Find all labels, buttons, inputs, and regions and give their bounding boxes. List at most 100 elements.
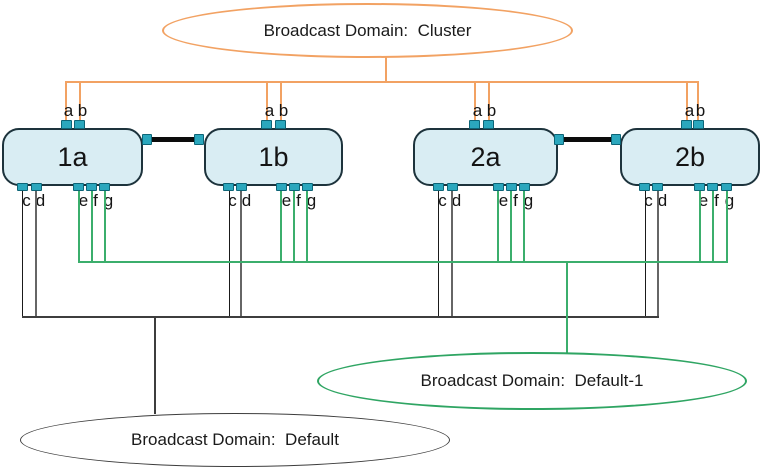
line-2b-c bbox=[645, 191, 646, 317]
port-1a-g bbox=[99, 183, 110, 191]
cluster-domain-label: Broadcast Domain: Cluster bbox=[263, 20, 472, 40]
cluster-drop-2a-a bbox=[474, 81, 476, 122]
port-1a-b bbox=[74, 120, 85, 129]
port-1b-f bbox=[289, 183, 300, 191]
port-1b-d bbox=[236, 183, 247, 191]
ha-link-1a-1b bbox=[151, 137, 195, 142]
port-label-1a-c: c bbox=[22, 191, 31, 210]
port-1b-ha bbox=[194, 134, 204, 145]
line-1a-f bbox=[91, 191, 93, 263]
cluster-bus-line bbox=[65, 81, 699, 83]
default-domain-label: Broadcast Domain: Default bbox=[131, 430, 339, 449]
line-1b-c bbox=[229, 191, 230, 317]
line-1a-d bbox=[35, 191, 37, 317]
node-1a: 1a bbox=[2, 128, 143, 186]
default1-bus-line bbox=[78, 261, 728, 263]
port-label-2b-c: c bbox=[644, 191, 653, 210]
node-2b-label: 2b bbox=[674, 141, 706, 172]
port-1a-f bbox=[86, 183, 97, 191]
line-2a-e bbox=[497, 191, 499, 263]
port-2b-ha bbox=[611, 134, 621, 145]
port-2a-ha bbox=[554, 134, 564, 145]
cluster-drop-1b-b bbox=[280, 81, 282, 122]
port-2b-e bbox=[694, 183, 705, 191]
line-2a-g bbox=[523, 191, 525, 263]
port-1b-b bbox=[275, 120, 286, 129]
cluster-domain-ellipse: Broadcast Domain: Cluster bbox=[162, 3, 573, 58]
line-2a-c bbox=[438, 191, 439, 317]
port-1b-c bbox=[223, 183, 234, 191]
port-1a-c bbox=[17, 183, 28, 191]
node-2b: 2b bbox=[620, 128, 760, 186]
cluster-drop-2a-b bbox=[488, 81, 490, 122]
node-1b: 1b bbox=[204, 128, 343, 186]
port-label-1a-a: a bbox=[63, 101, 74, 120]
ha-link-2a-2b bbox=[563, 137, 612, 142]
port-1a-d bbox=[31, 183, 42, 191]
port-2b-b bbox=[693, 120, 704, 129]
port-label-2a-c: c bbox=[438, 191, 447, 210]
port-1b-g bbox=[302, 183, 313, 191]
line-1b-f bbox=[293, 191, 295, 263]
port-2a-c bbox=[433, 183, 444, 191]
line-1a-e bbox=[78, 191, 80, 263]
port-2a-b bbox=[483, 120, 494, 129]
port-label-2b-e: e bbox=[698, 191, 709, 210]
port-2b-d bbox=[652, 183, 663, 191]
port-label-2a-d: d bbox=[451, 191, 462, 210]
node-2a: 2a bbox=[413, 128, 558, 186]
port-2b-c bbox=[639, 183, 650, 191]
default-connector-line bbox=[154, 318, 156, 414]
port-label-1b-f: f bbox=[296, 191, 301, 210]
port-label-2a-f: f bbox=[513, 191, 518, 210]
port-label-2b-b: b bbox=[695, 101, 706, 120]
port-label-1b-d: d bbox=[241, 191, 252, 210]
line-2b-g bbox=[726, 191, 728, 263]
cluster-drop-1a-a bbox=[65, 81, 67, 122]
port-label-1b-g: g bbox=[306, 191, 317, 210]
port-label-2b-a: a bbox=[684, 101, 695, 120]
port-2b-g bbox=[721, 183, 732, 191]
port-label-1a-e: e bbox=[78, 191, 89, 210]
port-label-2a-b: b bbox=[486, 101, 497, 120]
port-label-1b-a: a bbox=[264, 101, 275, 120]
line-2b-d bbox=[657, 191, 659, 317]
default1-connector-line bbox=[566, 263, 568, 353]
port-1a-e bbox=[73, 183, 84, 191]
default1-domain-label: Broadcast Domain: Default-1 bbox=[420, 371, 644, 390]
node-1a-label: 1a bbox=[57, 141, 88, 172]
port-2b-a bbox=[681, 120, 692, 129]
line-1a-c bbox=[22, 191, 23, 317]
port-label-1b-b: b bbox=[278, 101, 289, 120]
port-label-2b-g: g bbox=[724, 191, 735, 210]
port-2a-f bbox=[506, 183, 517, 191]
port-label-2a-e: e bbox=[498, 191, 509, 210]
port-1a-a bbox=[61, 120, 72, 129]
cluster-stem-line bbox=[385, 57, 387, 82]
port-2a-g bbox=[519, 183, 530, 191]
default1-domain-ellipse: Broadcast Domain: Default-1 bbox=[317, 352, 747, 410]
port-label-2b-d: d bbox=[657, 191, 668, 210]
port-label-1a-f: f bbox=[93, 191, 98, 210]
port-2b-f bbox=[707, 183, 718, 191]
port-label-1b-c: c bbox=[228, 191, 237, 210]
port-label-1a-d: d bbox=[35, 191, 46, 210]
node-2a-label: 2a bbox=[470, 141, 501, 172]
line-1b-d bbox=[240, 191, 242, 317]
line-1b-e bbox=[280, 191, 282, 263]
line-2b-e bbox=[699, 191, 701, 263]
port-2a-a bbox=[469, 120, 480, 129]
port-label-2b-f: f bbox=[714, 191, 719, 210]
line-1a-g bbox=[104, 191, 106, 263]
port-2a-d bbox=[447, 183, 458, 191]
port-1b-a bbox=[261, 120, 272, 129]
cluster-drop-1b-a bbox=[266, 81, 268, 122]
default-bus-line bbox=[22, 316, 659, 318]
port-label-2a-g: g bbox=[523, 191, 534, 210]
port-label-2a-a: a bbox=[472, 101, 483, 120]
port-label-1a-g: g bbox=[103, 191, 114, 210]
port-1b-e bbox=[276, 183, 287, 191]
line-2b-f bbox=[712, 191, 714, 263]
port-1a-ha bbox=[142, 134, 152, 145]
